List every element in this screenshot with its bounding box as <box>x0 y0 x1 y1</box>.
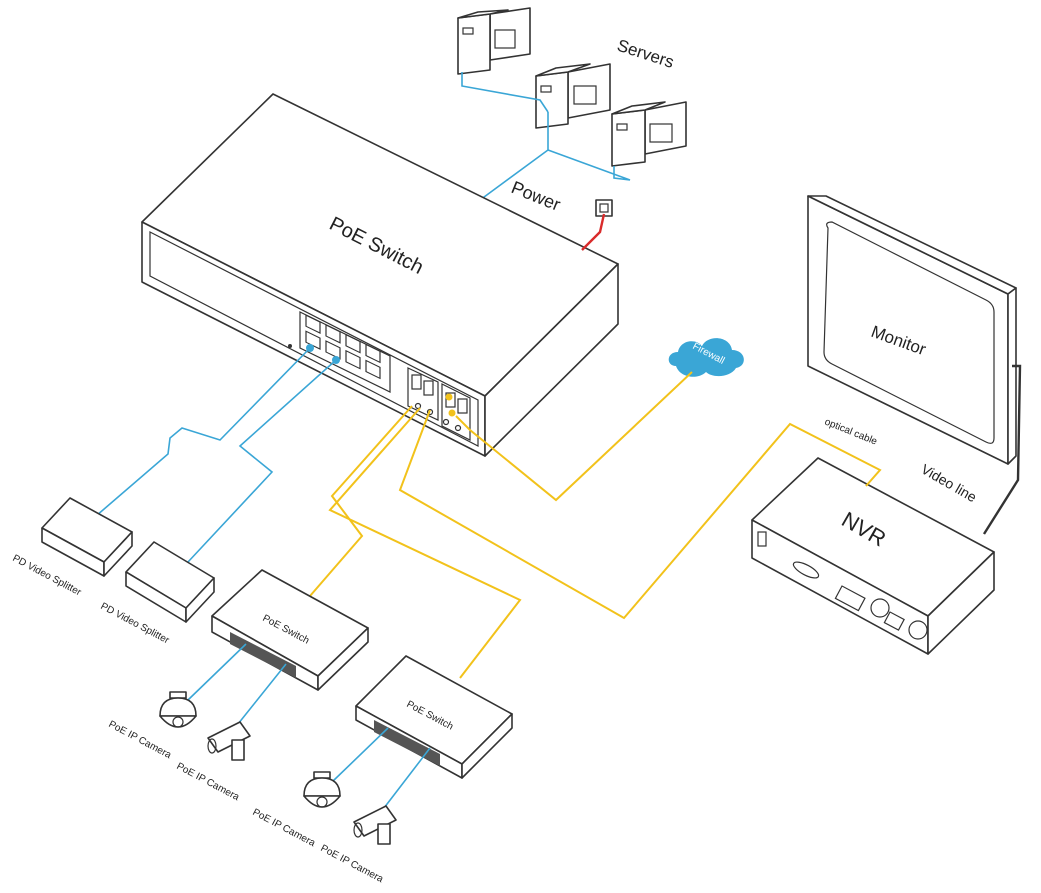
power-label: Power <box>509 177 564 215</box>
pd-video-splitter-1: PD Video Splitter <box>11 497 133 599</box>
bullet-camera-4 <box>353 805 397 845</box>
sfp-port-2[interactable] <box>423 380 434 396</box>
port-1[interactable] <box>305 314 321 334</box>
server-1 <box>457 7 531 75</box>
sfp-port-4[interactable] <box>457 398 468 414</box>
ethernet-cables <box>95 347 337 563</box>
cable-to-small-switch-1 <box>309 405 413 597</box>
bullet-camera-2 <box>207 721 251 761</box>
splitter-1-label: PD Video Splitter <box>11 553 84 599</box>
nvr: NVR optical cable <box>751 417 995 655</box>
camera-1-label: PoE IP Camera <box>107 719 174 761</box>
camera-3-label: PoE IP Camera <box>251 807 318 849</box>
servers-label: Servers <box>615 36 677 72</box>
dome-camera-1 <box>159 691 197 728</box>
sfp-led-1 <box>445 393 453 401</box>
optical-cables <box>309 371 882 679</box>
cable-camera-3 <box>331 727 389 783</box>
cable-to-small-switch-2 <box>328 407 522 679</box>
port-6[interactable] <box>325 340 341 360</box>
video-line-cable <box>982 364 1022 535</box>
dome-camera-3 <box>303 771 341 808</box>
port-2[interactable] <box>325 324 341 344</box>
cable-to-nvr <box>398 409 882 620</box>
sfp-port-1[interactable] <box>411 374 422 390</box>
power-outlet <box>595 199 613 217</box>
server-1-cable <box>461 72 549 113</box>
firewall-group: Firewall <box>668 338 744 377</box>
camera-2-label: PoE IP Camera <box>175 761 242 803</box>
port-8[interactable] <box>365 359 381 380</box>
optical-cable-label: optical cable <box>823 417 879 448</box>
splitter-2-label: PD Video Splitter <box>99 601 172 647</box>
power-cable <box>581 213 606 251</box>
small-switch-1-ports <box>230 632 296 678</box>
servers-group: Servers <box>457 7 687 201</box>
port-4[interactable] <box>365 343 381 364</box>
sfp-led-2 <box>448 409 456 417</box>
servers-uplink-cable <box>479 112 549 201</box>
sfp-port-block <box>407 367 471 441</box>
cable-to-splitter-2 <box>187 359 337 563</box>
cable-camera-1 <box>187 643 247 701</box>
video-line-label: Video line <box>919 461 980 506</box>
ethernet-port-block <box>288 311 391 393</box>
power-led <box>288 344 292 348</box>
port-7[interactable] <box>345 349 361 370</box>
server-2 <box>535 63 611 129</box>
server-3-cable <box>547 149 631 181</box>
cable-camera-2 <box>237 663 287 725</box>
cable-to-splitter-1 <box>95 347 311 517</box>
small-poe-switch-2: PoE Switch <box>355 655 513 779</box>
small-switch-2-ports <box>374 720 440 766</box>
small-poe-switch-1: PoE Switch <box>211 569 369 691</box>
firewall-cloud-icon <box>668 338 744 377</box>
cable-camera-4 <box>383 747 431 809</box>
main-poe-switch: PoE Switch <box>141 93 619 457</box>
port-3[interactable] <box>345 333 361 354</box>
cable-to-firewall <box>455 371 693 502</box>
server-3 <box>611 101 687 167</box>
camera-4-label: PoE IP Camera <box>319 843 386 885</box>
